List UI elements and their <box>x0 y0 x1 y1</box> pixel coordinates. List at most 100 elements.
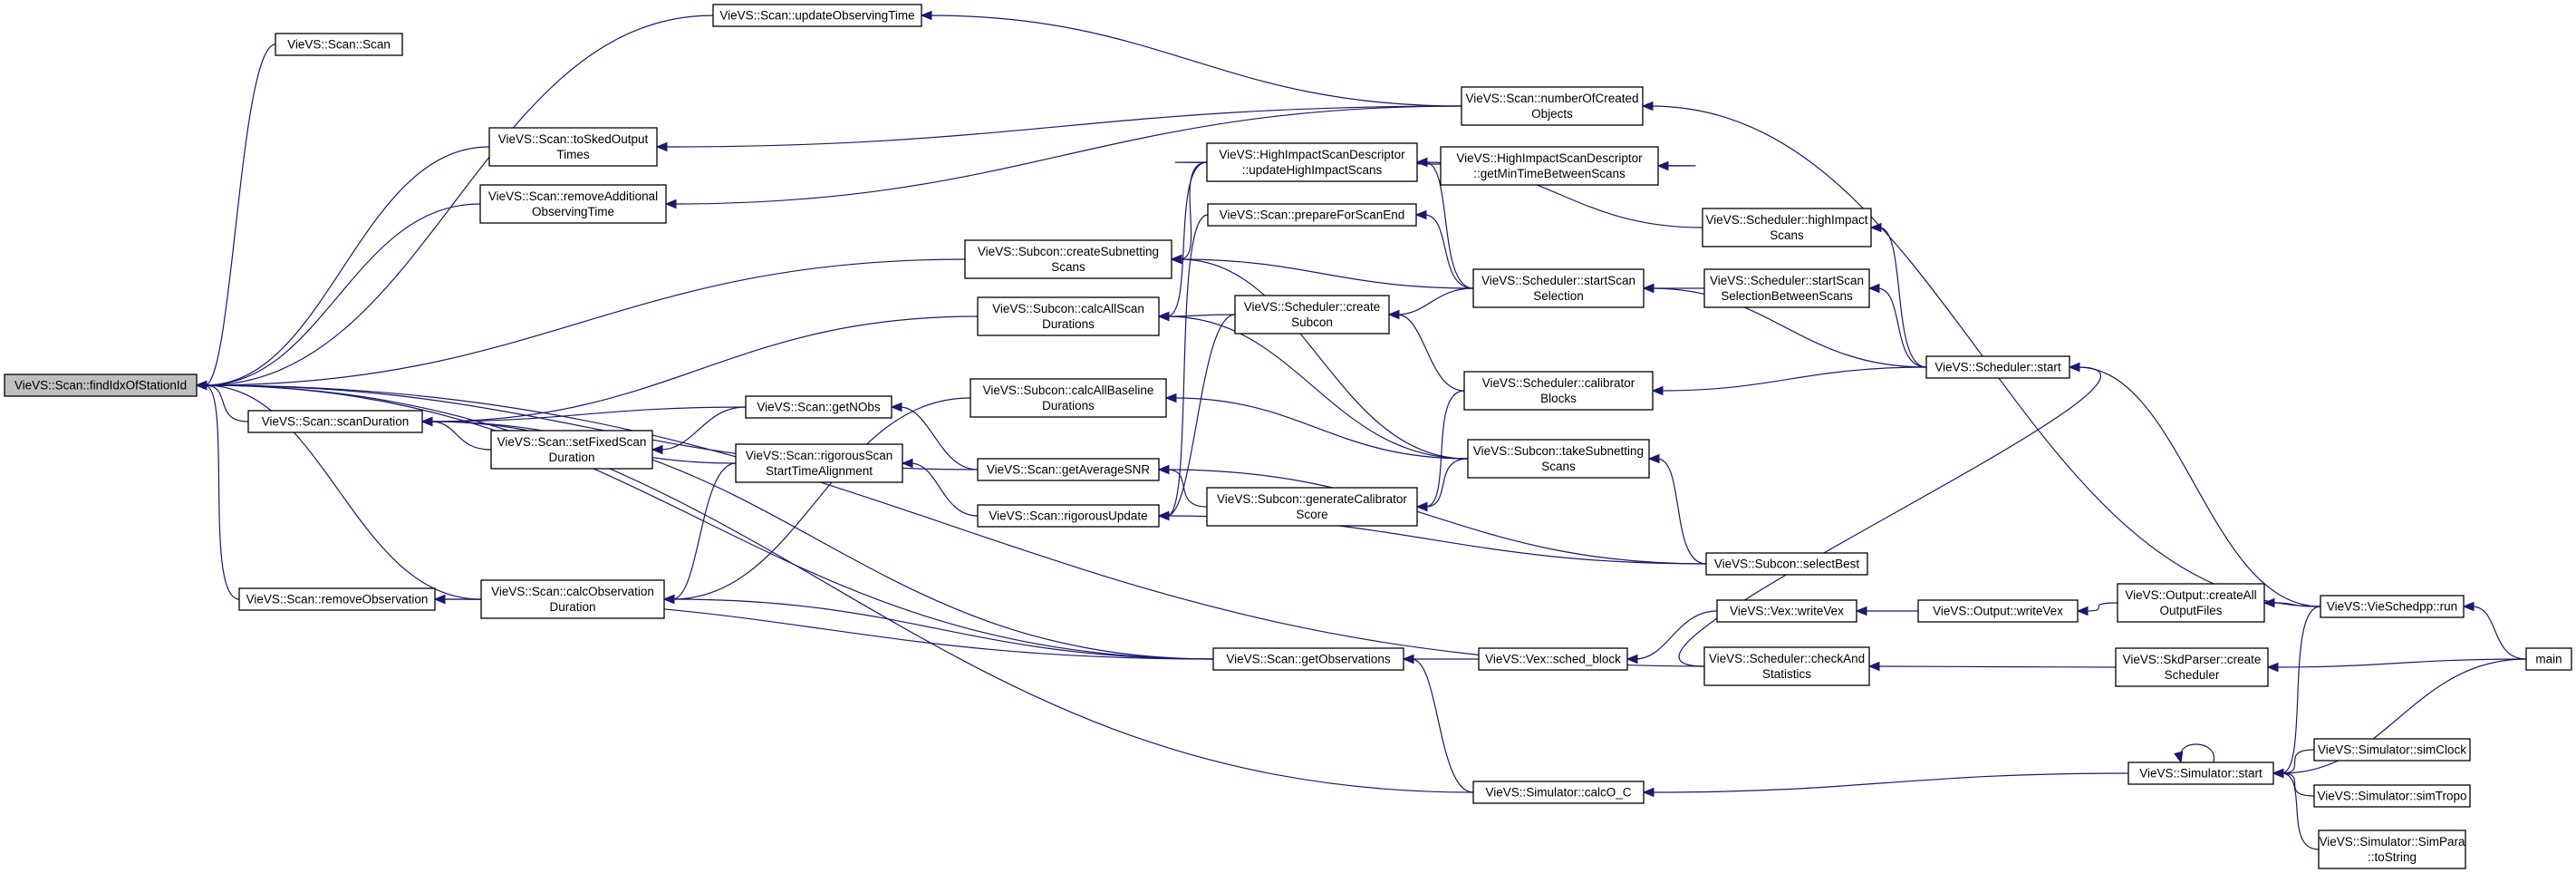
edge-arrowhead <box>1647 453 1660 464</box>
edge-line <box>1635 610 1718 660</box>
node-getObservations[interactable]: VieVS::Scan::getObservations <box>1212 647 1404 671</box>
node-label: Durations <box>1042 317 1095 331</box>
node-vieSchedppRun[interactable]: VieVS::VieSchedpp::run <box>2320 595 2465 618</box>
edge-line <box>660 406 747 451</box>
node-label: VieVS::Scan::calcObservation <box>491 585 654 598</box>
edge-arrowhead <box>1656 160 1669 171</box>
edge-updateHighImpactScans-to-createSubnettingScans <box>1170 161 1208 265</box>
node-box <box>2525 647 2572 671</box>
node-label: ObservingTime <box>532 205 614 218</box>
node-label: OutputFiles <box>2159 604 2222 617</box>
edge-startScanSelection-to-createSubnettingScans <box>1170 254 1474 289</box>
node-label: VieVS::Subcon::createSubnetting <box>978 245 1159 258</box>
edge-line <box>2471 606 2527 660</box>
node-label: VieVS::Subcon::calcAllBaseline <box>983 383 1154 397</box>
node-box <box>970 378 1167 418</box>
node-simClock[interactable]: VieVS::Simulator::simClock <box>2313 738 2471 761</box>
edge-vieSchedppRun-to-simulatorStart <box>2272 606 2321 779</box>
edge-rigorousUpdate-to-rigorousScanStartTimeAlignment <box>901 458 979 517</box>
node-simParaToString[interactable]: VieVS::Simulator::SimPara::toString <box>2318 829 2466 869</box>
node-scanDuration[interactable]: VieVS::Scan::scanDuration <box>247 410 423 433</box>
edge-line <box>2281 606 2321 774</box>
edge-arrowhead <box>433 594 446 605</box>
edge-createAllOutputFiles-to-outputWriteVex <box>2076 602 2118 616</box>
node-getMinTimeBetweenScans[interactable]: VieVS::HighImpactScanDescriptor::getMinT… <box>1440 146 1659 186</box>
node-updateObservingTime[interactable]: VieVS::Scan::updateObservingTime <box>712 4 922 27</box>
node-label: Scheduler <box>2165 668 2220 682</box>
edge-line <box>1166 314 1236 317</box>
edge-arrowhead <box>2272 768 2284 779</box>
edge-arrowhead <box>1402 654 1414 664</box>
node-label: Objects <box>1531 107 1573 121</box>
edge-arrowhead <box>1157 464 1170 475</box>
edge-vieSchedppRun-to-createAllOutputFiles <box>2262 597 2321 608</box>
node-box <box>977 458 1160 481</box>
edge-arrowhead <box>1642 787 1655 798</box>
node-label: VieVS::Simulator::simTropo <box>2317 790 2466 803</box>
node-label: VieVS::Vex::sched_block <box>1485 653 1621 666</box>
node-label: Score <box>1296 508 1327 521</box>
node-schedBlock[interactable]: VieVS::Vex::sched_block <box>1478 647 1628 671</box>
node-box <box>1716 599 1857 623</box>
node-label: VieVS::Scan::Scan <box>287 38 391 52</box>
node-removeAdditionalObservingTime[interactable]: VieVS::Scan::removeAdditionalObservingTi… <box>479 184 667 224</box>
node-box <box>977 296 1160 336</box>
node-prepareForScanEnd[interactable]: VieVS::Scan::prepareForScanEnd <box>1207 203 1417 227</box>
edge-startScanSelection-to-createSubcon <box>1387 287 1474 320</box>
edge-arrowhead <box>420 416 433 427</box>
edge-line <box>1173 397 1469 460</box>
edge-takeSubnettingScans-to-createSubnettingScans <box>1170 254 1469 460</box>
node-startScanSelectionBetweenScans[interactable]: VieVS::Scheduler::startScanSelectionBetw… <box>1703 268 1870 308</box>
node-box <box>1703 646 1870 686</box>
node-label: VieVS::Scan::getAverageSNR <box>987 463 1151 477</box>
edge-line <box>1651 287 1927 368</box>
node-selectBest[interactable]: VieVS::Subcon::selectBest <box>1705 552 1868 576</box>
node-rigorousScanStartTimeAlignment[interactable]: VieVS::Scan::rigorousScanStartTimeAlignm… <box>735 443 903 483</box>
edge-outputWriteVex-to-writeVexVex <box>1855 606 1919 616</box>
edge-arrowhead <box>1855 606 1867 616</box>
node-rigorousUpdate[interactable]: VieVS::Scan::rigorousUpdate <box>977 504 1160 528</box>
node-getNObs[interactable]: VieVS::Scan::getNObs <box>745 395 892 419</box>
node-simulatorStart[interactable]: VieVS::Simulator::start <box>2127 761 2274 785</box>
edge-line <box>1166 314 1236 517</box>
node-main[interactable]: main <box>2525 647 2572 671</box>
node-removeObservation[interactable]: VieVS::Scan::removeObservation <box>238 587 436 611</box>
edge-line <box>204 384 240 600</box>
edge-line <box>204 203 481 386</box>
edge-line <box>204 384 1474 793</box>
node-label: VieVS::Scan::rigorousScan <box>746 449 893 462</box>
edge-main-to-createScheduler <box>2266 658 2527 673</box>
edge-line <box>1179 258 1474 289</box>
node-box <box>238 587 436 611</box>
node-getAverageSNR[interactable]: VieVS::Scan::getAverageSNR <box>977 458 1160 481</box>
node-writeVexVex[interactable]: VieVS::Vex::writeVex <box>1716 599 1857 623</box>
node-schedulerStart[interactable]: VieVS::Scheduler::start <box>1925 355 2070 379</box>
edge-line <box>204 258 966 386</box>
node-scan[interactable]: VieVS::Scan::Scan <box>275 33 403 56</box>
node-updateHighImpactScans[interactable]: VieVS::HighImpactScanDescriptor::updateH… <box>1206 142 1418 182</box>
edge-arrowhead <box>2262 597 2275 608</box>
node-box <box>275 33 403 56</box>
node-label: VieVS::Scan::toSkedOutput <box>498 132 649 146</box>
node-findIdxOfStationId[interactable]: VieVS::Scan::findIdxOfStationId <box>4 373 198 397</box>
node-calcOC[interactable]: VieVS::Simulator::calcO_C <box>1472 781 1645 804</box>
node-outputWriteVex[interactable]: VieVS::Output::writeVex <box>1917 599 2079 623</box>
node-simTropo[interactable]: VieVS::Simulator::simTropo <box>2313 784 2471 808</box>
node-label: VieVS::Scan::scanDuration <box>262 415 410 429</box>
